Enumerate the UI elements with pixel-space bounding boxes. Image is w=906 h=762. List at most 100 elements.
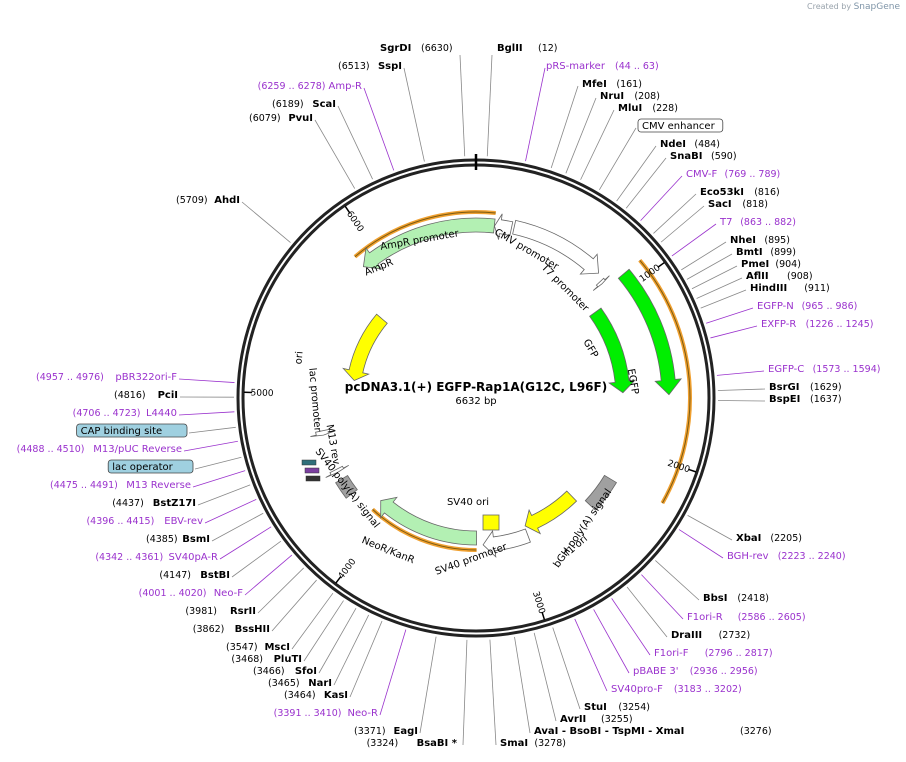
label-lines [178, 54, 766, 746]
label-leader [710, 325, 758, 339]
inner-label: SV40 poly(A) signal [313, 447, 382, 531]
label-name: NheI [730, 235, 756, 246]
map-label: NdeI(484) [660, 139, 720, 150]
label-leader [514, 636, 531, 734]
backbone-ring [236, 154, 716, 638]
label-name: lac operator [112, 462, 173, 473]
feature-sv40-ori [482, 514, 500, 531]
label-name: SV40pro-F [611, 684, 663, 695]
label-leader [211, 512, 264, 542]
label-position: (4396 .. 4415) [86, 516, 154, 527]
map-label: CMV enhancer [637, 118, 724, 133]
label-position: (3254) [618, 702, 650, 713]
tick-mark [344, 205, 351, 214]
label-position: (6513) [338, 61, 370, 72]
label-position: (3276) [740, 726, 772, 737]
label-name: BbsI [703, 593, 727, 604]
map-label: EGFP-N(965 .. 986) [757, 301, 857, 312]
label-leader [641, 574, 684, 620]
label-position: (2936 .. 2956) [690, 666, 758, 677]
label-leader [525, 67, 546, 162]
map-label: DraIII(2732) [671, 630, 750, 641]
label-position: (1226 .. 1245) [806, 319, 874, 330]
label-name: T7 [719, 217, 732, 228]
label-leader [192, 470, 246, 488]
orf-neor-highlight-core [372, 509, 477, 551]
label-position: (4816) [114, 390, 146, 401]
map-label: MscI(3547) [226, 642, 290, 653]
label-leader [183, 440, 238, 452]
feature-lac-op-block [304, 467, 320, 474]
label-name: M13 Reverse [126, 480, 191, 491]
map-label: BbsI (2418) [703, 593, 769, 604]
label-position: (3981) [185, 606, 217, 617]
label-position: (2223 .. 2240) [778, 551, 846, 562]
label-position: (2418) [737, 593, 769, 604]
label-position: (161) [616, 79, 642, 90]
label-name: BspEI [769, 394, 800, 405]
map-label: pBABE 3'(2936 .. 2956) [633, 666, 758, 677]
label-leader [244, 554, 293, 596]
label-name: SmaI [500, 738, 528, 749]
label-name: BssHII [235, 624, 270, 635]
map-label: lac operator [107, 459, 194, 474]
label-leader [188, 426, 236, 434]
map-label: EBV-rev(4396 .. 4415) [86, 516, 203, 527]
label-leader [552, 627, 581, 710]
label-name: Neo-F [214, 588, 244, 599]
tick-label: 4000 [337, 557, 359, 582]
label-name: PvuI [288, 113, 313, 124]
feature-m13-block [305, 475, 321, 482]
feature-t7-promoter [592, 275, 610, 291]
label-leader [681, 241, 727, 271]
feature-ori [342, 313, 388, 381]
map-label: BsmI(4385) [146, 534, 210, 545]
label-position: (904) [775, 259, 801, 270]
label-position: (3371) [354, 726, 386, 737]
label-leader [611, 598, 651, 656]
label-position: (4475 .. 4491) [50, 480, 118, 491]
label-position: (769 .. 789) [725, 169, 781, 180]
map-label: NarI(3465) [268, 678, 332, 689]
label-position: (816) [754, 187, 780, 198]
inner-label: ori [293, 351, 305, 365]
label-leader [197, 484, 251, 506]
map-label: PvuI(6079) [249, 113, 313, 124]
label-position: (3255) [601, 714, 633, 725]
map-label: EGFP-C(1573 .. 1594) [768, 364, 880, 375]
label-name: RsrII [230, 606, 256, 617]
feature-sv40-promoter [482, 528, 531, 558]
label-leader [706, 307, 754, 324]
label-position: (3466) [253, 666, 285, 677]
map-label: Amp-R(6259 .. 6278) [258, 81, 362, 92]
label-position: (2796 .. 2817) [705, 648, 773, 659]
map-label: Neo-F(4001 .. 4020) [139, 588, 244, 599]
label-name: SnaBI [670, 151, 702, 162]
label-position: (911) [804, 283, 830, 294]
label-name: NruI [600, 91, 624, 102]
label-leader [660, 205, 705, 243]
label-position: (4385) [146, 534, 178, 545]
label-name: BsrGI [769, 382, 799, 393]
label-leader [318, 607, 357, 674]
label-name: EXFP-R [761, 319, 796, 330]
label-name: PluTI [274, 654, 302, 665]
label-position: (208) [634, 91, 660, 102]
label-position: (5709) [176, 195, 208, 206]
map-label: AflII(908) [746, 271, 813, 282]
label-position: (1629) [810, 382, 842, 393]
map-label: BsaBI *(3324) [367, 738, 458, 749]
label-name: F1ori-R [687, 612, 723, 623]
label-leader [678, 529, 724, 559]
label-leader [363, 87, 395, 171]
label-name: Amp-R [329, 81, 363, 92]
label-name: DraIII [671, 630, 702, 641]
label-leader [580, 109, 615, 180]
orf-egfp-rap1a-core [639, 259, 691, 504]
label-position: (4342 .. 4361) [95, 552, 163, 563]
label-name: PciI [158, 390, 178, 401]
label-leader [241, 201, 291, 243]
feature-egfp [617, 268, 682, 396]
label-leader [593, 609, 630, 674]
map-label: CMV-F(769 .. 789) [686, 169, 780, 180]
